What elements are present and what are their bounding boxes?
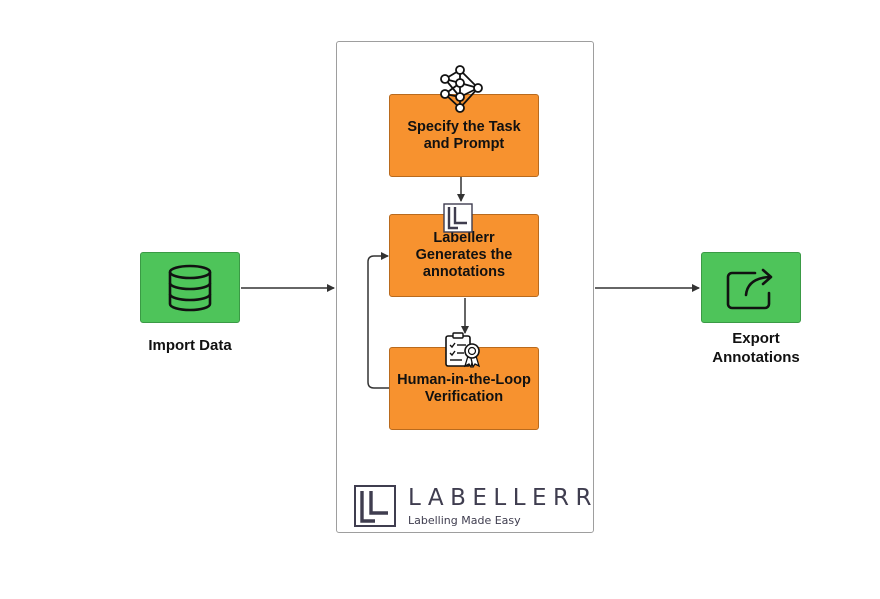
export-annotations-node <box>701 252 801 323</box>
step-labellerr-generates-label: Labellerr Generates the annotations <box>415 230 513 280</box>
labellerr-logo-icon <box>443 203 473 233</box>
share-export-icon <box>726 268 773 309</box>
labellerr-logo-icon <box>354 485 396 527</box>
step-labellerr-generates: Labellerr Generates the annotations <box>389 214 539 297</box>
certified-checklist-icon <box>445 332 481 368</box>
step-specify-task-label: Specify the Task and Prompt <box>407 118 521 152</box>
neural-network-icon <box>440 65 483 113</box>
labellerr-brand: LABELLERR Labelling Made Easy <box>354 485 592 530</box>
brand-tagline: Labelling Made Easy <box>408 514 521 527</box>
import-data-caption: Import Data <box>148 337 232 354</box>
export-annotations-caption: Export Annotations <box>712 330 800 366</box>
import-data-node <box>140 252 240 323</box>
database-icon <box>168 264 212 311</box>
step-human-verification-label: Human-in-the-Loop Verification <box>397 371 531 405</box>
brand-name: LABELLERR <box>408 485 599 511</box>
